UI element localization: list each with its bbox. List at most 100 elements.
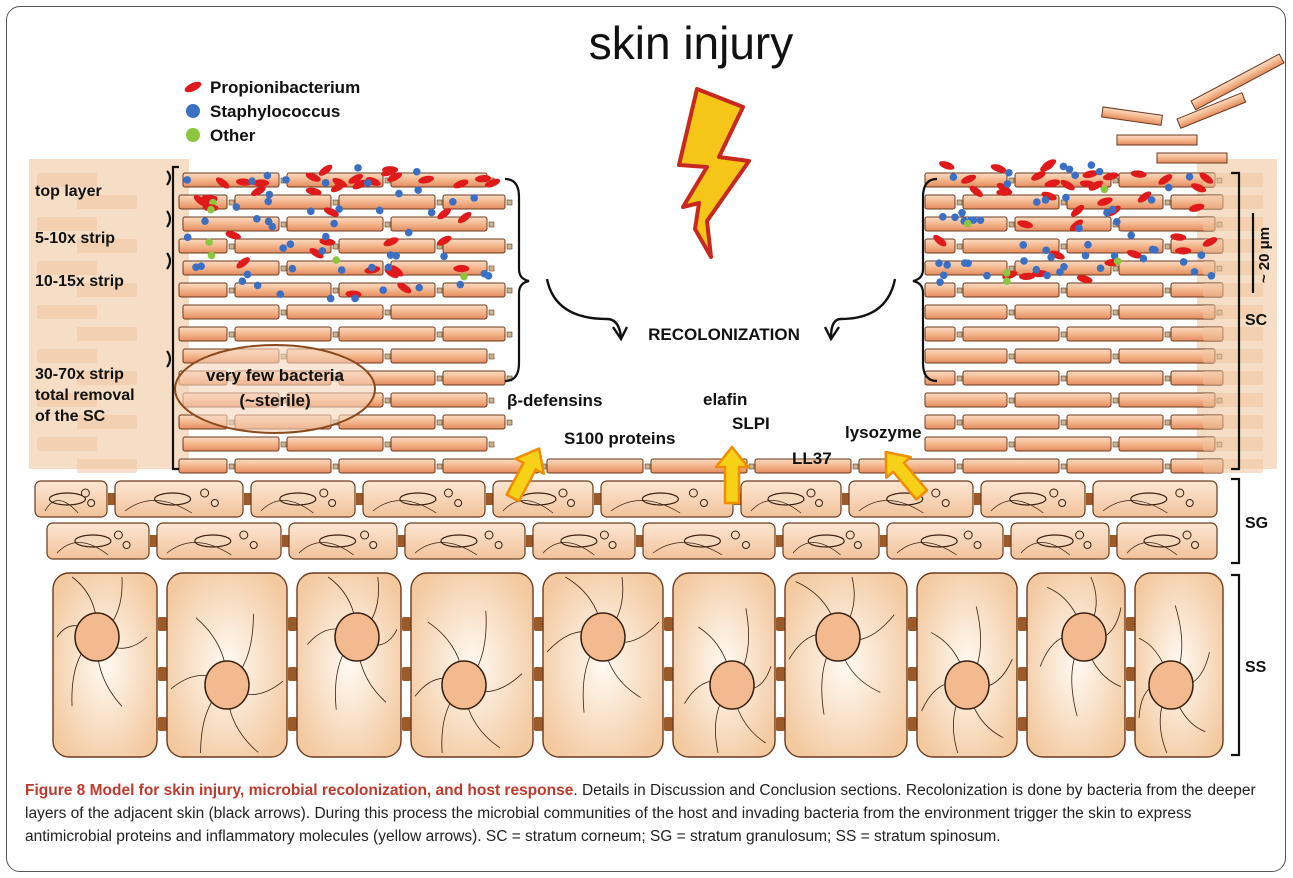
propionibacterium-cell	[990, 162, 1007, 174]
staphylococcus-cell	[1075, 225, 1083, 233]
skin-diagram: very few bacteria (~sterile) skin injury…	[7, 7, 1286, 773]
ss-nucleus	[1062, 613, 1106, 661]
corneodesmosome	[489, 310, 494, 315]
keratohyalin-granule	[1176, 489, 1184, 497]
staphylococcus-cell	[958, 209, 966, 217]
sterile-label-line1: very few bacteria	[206, 366, 345, 385]
sg-nucleus	[441, 535, 477, 547]
keratohyalin-granule	[1076, 531, 1084, 539]
staphylococcus-cell	[282, 176, 290, 184]
corneodesmosome	[1113, 442, 1118, 447]
other-bacteria-cell	[1101, 186, 1109, 194]
sc-cell	[391, 173, 487, 187]
antimicrobial-molecule-labels: β-defensins elafin SLPI S100 proteins LL…	[507, 390, 922, 468]
desmosome	[158, 617, 167, 631]
corneodesmosome	[489, 222, 494, 227]
corneodesmosome	[1165, 288, 1170, 293]
faded-sc-cell	[1203, 349, 1263, 363]
faded-sc-cell	[77, 327, 137, 341]
other-bacteria-cell	[207, 206, 215, 214]
staphylococcus-cell	[481, 270, 489, 278]
staphylococcus-cell	[1127, 231, 1135, 239]
staphylococcus-cell	[335, 205, 343, 213]
corneodesmosome	[385, 222, 390, 227]
sc-cell	[339, 327, 435, 341]
ss-label: SS	[1245, 659, 1267, 676]
staphylococcus-cell	[233, 203, 241, 211]
sc-cell	[963, 459, 1059, 473]
sc-cell	[1015, 437, 1111, 451]
staphylococcus-cell	[1088, 161, 1096, 169]
sc-cell	[443, 415, 505, 429]
faded-sc-cell	[1203, 437, 1263, 451]
desmosome	[776, 617, 785, 631]
figure-title: skin injury	[589, 17, 794, 69]
sc-cell	[1015, 305, 1111, 319]
faded-sc-cell	[37, 349, 97, 363]
corneodesmosome	[489, 398, 494, 403]
stratum-spinosum-cells	[53, 573, 1223, 757]
figure-frame: very few bacteria (~sterile) skin injury…	[6, 6, 1286, 872]
corneodesmosome	[437, 420, 442, 425]
corneodesmosome	[281, 222, 286, 227]
corneodesmosome	[437, 332, 442, 337]
staphylococcus-cell	[1198, 251, 1206, 259]
staphylococcus-cell	[266, 191, 274, 199]
staphylococcus-cell	[1151, 246, 1159, 254]
ss-nucleus	[75, 613, 119, 661]
label-s100-proteins: S100 proteins	[564, 429, 676, 448]
sc-cell	[1119, 437, 1215, 451]
label-top-layer: top layer	[35, 183, 102, 200]
staphylococcus-cell	[1042, 196, 1050, 204]
ss-nucleus	[945, 661, 989, 709]
sg-nucleus	[1010, 493, 1046, 505]
corneodesmosome	[1061, 420, 1066, 425]
keratohyalin-granule	[444, 489, 452, 497]
staphylococcus-cell	[413, 168, 421, 176]
staphylococcus-cell	[1096, 168, 1104, 176]
staphylococcus-cell	[1103, 209, 1111, 217]
keratohyalin-granule	[1186, 500, 1193, 507]
corneodesmosome	[333, 464, 338, 469]
keratohyalin-granule	[974, 542, 981, 549]
other-bacteria-cell	[205, 238, 213, 246]
corneodesmosome	[229, 332, 234, 337]
desmosome	[664, 617, 673, 631]
corneodesmosome	[853, 464, 858, 469]
left-recolonization-arrow	[547, 279, 621, 337]
keratohyalin-granule	[370, 542, 377, 549]
corneodesmosome	[1009, 398, 1014, 403]
keratohyalin-granule	[559, 489, 567, 497]
desmosome	[664, 667, 673, 681]
staphylococcus-cell	[385, 264, 393, 272]
label-ll37: LL37	[792, 449, 832, 468]
desmosome	[288, 667, 297, 681]
staphylococcus-cell	[1019, 241, 1027, 249]
sg-nucleus	[768, 493, 804, 505]
desmosome	[534, 717, 543, 731]
stratum-granulosum-cells	[35, 481, 1217, 559]
keratohyalin-granule	[361, 531, 369, 539]
sg-nucleus	[684, 535, 720, 547]
sc-cell	[179, 327, 227, 341]
caption-title: Figure 8 Model for skin injury, microbia…	[25, 782, 573, 799]
desmosome	[908, 617, 917, 631]
staphylococcus-cell	[364, 179, 372, 187]
corneodesmosome	[1165, 244, 1170, 249]
staphylococcus-cell	[1140, 255, 1148, 263]
corneodesmosome	[281, 310, 286, 315]
keratohyalin-granule	[932, 489, 940, 497]
staphylococcus-cell	[470, 194, 478, 202]
staphylococcus-cell	[939, 213, 947, 221]
faded-sc-cell	[37, 217, 97, 231]
sc-cell	[925, 305, 1007, 319]
corneodesmosome	[333, 200, 338, 205]
label-total-removal: total removal	[35, 387, 135, 404]
sg-label: SG	[1245, 515, 1268, 532]
staphylococcus-cell	[392, 252, 400, 260]
other-bacteria-cell	[964, 220, 972, 228]
corneodesmosome	[333, 288, 338, 293]
staphylococcus-cell	[951, 213, 959, 221]
keratohyalin-granule	[455, 500, 462, 507]
sg-nucleus	[1037, 535, 1073, 547]
